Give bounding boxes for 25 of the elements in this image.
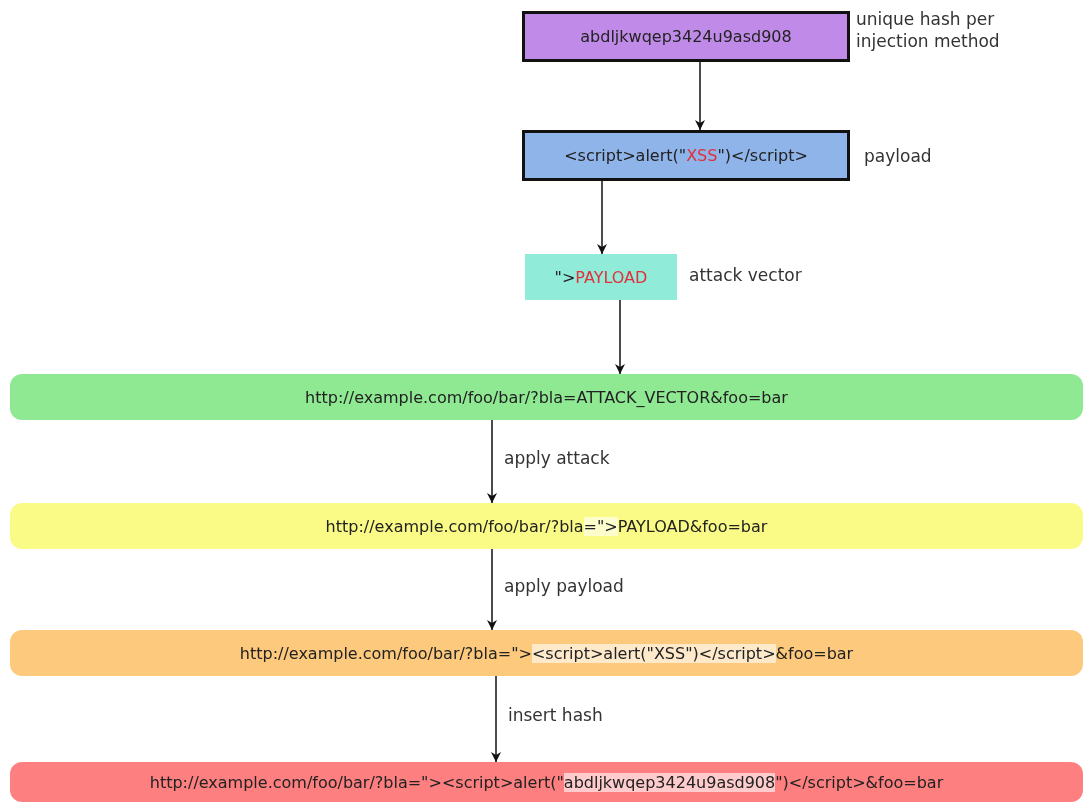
box-text: abdljkwqep3424u9asd908	[580, 27, 792, 46]
node-caption: attack vector	[689, 264, 803, 287]
url-text: http://example.com/foo/bar/?bla="><script>alert("abdljkwqep3424u9asd908")</script>&foo=bar	[149, 772, 944, 792]
node-caption: payload	[864, 145, 933, 168]
url-bar	[10, 762, 1083, 802]
edge-label: apply payload	[502, 575, 626, 596]
url-text: http://example.com/foo/bar/?bla=ATTACK_VECTOR&foo=bar	[305, 387, 788, 407]
url-bar	[10, 630, 1083, 676]
url-text: http://example.com/foo/bar/?bla="><script>alert("XSS")</script>&foo=bar	[239, 643, 854, 663]
process-box	[522, 11, 850, 62]
arrow	[487, 419, 497, 504]
url-text: http://example.com/foo/bar/?bla=">PAYLOAD&foo=bar	[325, 516, 768, 536]
node-caption: unique hash per injection method	[856, 8, 1001, 53]
arrow	[487, 548, 497, 631]
arrow	[491, 675, 501, 763]
arrow	[597, 180, 607, 255]
box-text: ">PAYLOAD	[554, 267, 648, 287]
process-box	[522, 130, 850, 181]
url-bar	[10, 503, 1083, 549]
process-box	[525, 254, 677, 300]
box-text: <script>alert("XSS")</script>	[564, 146, 808, 165]
arrow	[695, 61, 705, 131]
arrow	[615, 299, 625, 375]
edge-label: apply attack	[502, 447, 612, 468]
url-bar	[10, 374, 1083, 420]
